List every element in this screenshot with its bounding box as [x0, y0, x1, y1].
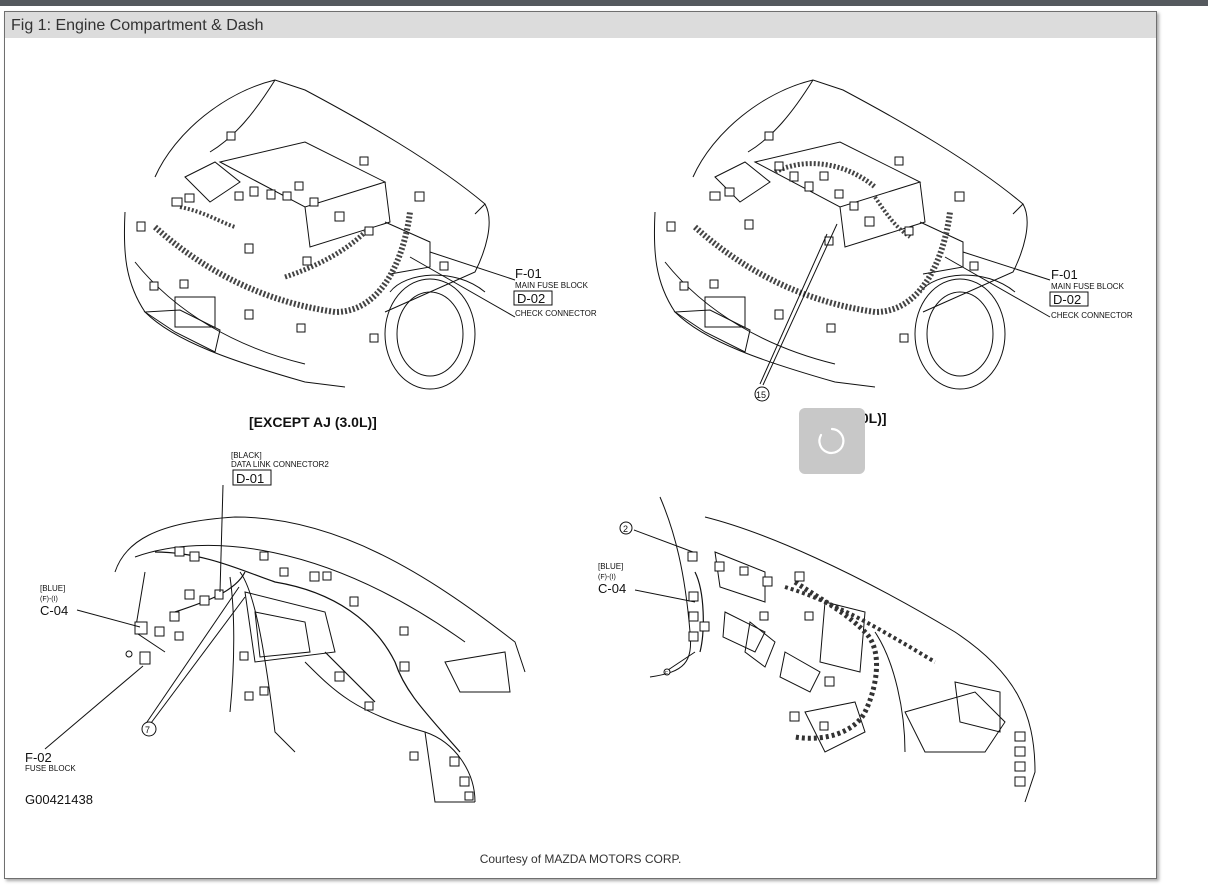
d01-label: D-01: [236, 471, 264, 486]
c04-label: C-04: [40, 603, 68, 618]
d02-desc-right: CHECK CONNECTOR: [1051, 311, 1133, 320]
d02-label-right: D-02: [1053, 292, 1081, 307]
callout-15: 15: [756, 390, 766, 400]
spinner-icon: [818, 427, 845, 455]
figure-panel: Fig 1: Engine Compartment & Dash: [4, 11, 1157, 879]
f01-desc: MAIN FUSE BLOCK: [515, 281, 589, 290]
right-dash-illustration: [619, 496, 1036, 803]
d02-label: D-02: [517, 291, 545, 306]
loading-spinner: [799, 408, 865, 474]
callout-7: 7: [145, 725, 150, 735]
figure-id: G00421438: [25, 792, 93, 807]
left-dash-labels: [BLACK] DATA LINK CONNECTOR2 D-01 [BLUE]…: [25, 451, 329, 807]
f01-label-right: F-01: [1051, 267, 1078, 282]
credit-text: Courtesy of MAZDA MOTORS CORP.: [479, 852, 682, 866]
small-f-marker: F: [665, 671, 668, 677]
f02-desc: FUSE BLOCK: [25, 764, 76, 773]
d02-desc: CHECK CONNECTOR: [515, 309, 597, 318]
right-dash-labels: 2 [BLUE] (F)-(I) C-04 F: [598, 524, 668, 677]
right-engine-illustration: [653, 79, 1051, 402]
wiring-diagram: F-01 MAIN FUSE BLOCK D-02 CHECK CONNECTO…: [25, 79, 1133, 807]
browser-top-bar: [0, 0, 1208, 6]
f02-label: F-02: [25, 750, 52, 765]
c04-label-right: C-04: [598, 581, 626, 596]
c04-color: [BLUE]: [40, 584, 65, 593]
left-engine-caption: [EXCEPT AJ (3.0L)]: [249, 414, 377, 430]
f01-label: F-01: [515, 266, 542, 281]
figure-header: Fig 1: Engine Compartment & Dash: [5, 12, 1156, 38]
c04-sub: (F)-(I): [40, 596, 58, 603]
figure-title: Fig 1: Engine Compartment & Dash: [11, 17, 264, 34]
right-engine-labels: F-01 MAIN FUSE BLOCK D-02 CHECK CONNECTO…: [756, 267, 1133, 426]
c04-color-right: [BLUE]: [598, 562, 623, 571]
left-engine-labels: F-01 MAIN FUSE BLOCK D-02 CHECK CONNECTO…: [249, 266, 597, 430]
callout-2: 2: [623, 524, 628, 534]
left-engine-illustration: [123, 79, 516, 390]
f01-desc-right: MAIN FUSE BLOCK: [1051, 282, 1125, 291]
c04-sub-right: (F)-(I): [598, 574, 616, 581]
d01-color: [BLACK]: [231, 451, 262, 460]
left-dash-illustration: [44, 484, 526, 803]
d01-desc: DATA LINK CONNECTOR2: [231, 460, 329, 469]
